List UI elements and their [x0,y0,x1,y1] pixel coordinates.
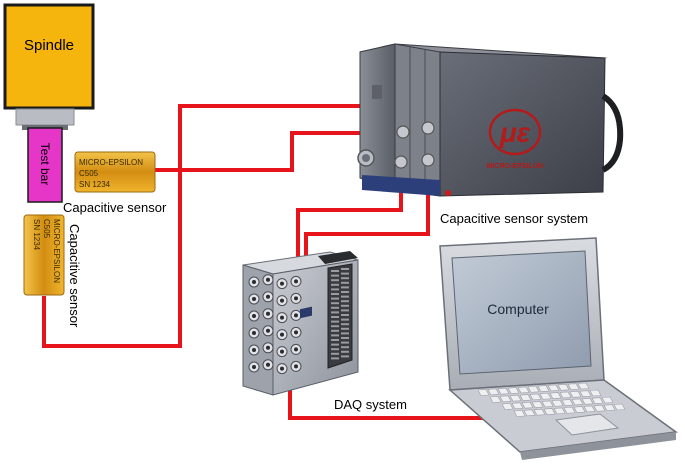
keyboard-key [509,394,522,402]
spindle: Spindle [3,3,95,130]
keyboard-key [593,404,606,412]
keyboard-key [581,397,594,405]
bnc-connector-icon [290,309,302,321]
bnc-connector-icon [248,344,260,356]
bnc-connector-icon [248,276,260,288]
keyboard-key [517,386,530,394]
keyboard-key [577,382,590,390]
bnc-connector-icon [276,278,288,290]
bnc-connector-icon [290,360,302,372]
sensor-h-serial: SN 1234 [79,180,111,189]
bnc-connector-icon [276,346,288,358]
keyboard-key [583,405,596,413]
test-bar: Test bar [27,127,63,203]
cable-daq-computer [288,385,498,420]
bnc-connector-icon [262,359,274,371]
keyboard-key [487,388,500,396]
bnc-connector-icon [262,274,274,286]
keyboard-key [529,393,542,401]
keyboard-key [567,383,580,390]
keyboard-key [541,400,554,408]
keyboard-key [533,408,546,416]
keyboard-key [613,403,626,411]
keyboard-key [523,409,536,417]
bnc-connector-icon [276,363,288,375]
bnc-connector-icon [290,326,302,338]
bnc-connector-icon [248,310,260,322]
controller-logo-text: MICRO-EPSILON [487,163,543,170]
computer: Computer [439,237,678,460]
sensor-h-model: C505 [79,169,99,178]
capacitive-sensor-vertical: MICRO-EPSILON C505 SN 1234 [23,214,65,296]
keyboard-key [559,391,572,399]
keyboard-key [543,408,556,415]
bnc-connector-icon [262,325,274,337]
bnc-connector-icon [290,275,302,287]
keyboard-key [531,401,544,408]
keyboard-key [589,389,602,397]
sensor-h-caption: Capacitive sensor [63,200,167,215]
bnc-connector-icon [262,291,274,303]
keyboard-key [601,396,614,404]
keyboard-key [501,403,514,410]
keyboard-key [557,383,570,391]
micro-epsilon-logo: με MICRO-EPSILON [487,108,543,170]
bnc-connector-icon [262,342,274,354]
keyboard-key [569,390,582,398]
daq-caption: DAQ system [334,397,407,412]
capacitive-sensor-system: με MICRO-EPSILON [357,43,624,197]
keyboard-key [551,399,564,407]
keyboard-key [539,392,552,400]
spindle-label: Spindle [24,37,74,54]
keyboard-key [573,406,586,413]
sensor-v-model: C505 [42,219,51,239]
keyboard-key [527,385,540,393]
laptop-keyboard [477,382,626,417]
bnc-connector-icon [290,343,302,355]
bnc-connector-icon [276,312,288,324]
svg-text:με: με [499,117,531,148]
keyboard-key [571,398,584,406]
sensor-v-caption: Capacitive sensor [67,224,82,328]
keyboard-key [497,387,510,395]
keyboard-key [561,399,574,406]
bnc-connector-icon [276,329,288,341]
keyboard-key [547,384,560,392]
sensor-v-serial: SN 1234 [32,219,41,251]
sensor-v-brand: MICRO-EPSILON [52,219,61,283]
keyboard-key [477,389,490,396]
bnc-connector-icon [290,292,302,304]
bnc-connector-icon [276,295,288,307]
computer-screen-label: Computer [487,301,549,317]
sensor-h-brand: MICRO-EPSILON [79,158,143,167]
keyboard-key [563,406,576,414]
keyboard-key [579,390,592,397]
bnc-connector-icon [262,308,274,320]
keyboard-key [513,410,526,417]
bnc-connector-icon [248,293,260,305]
keyboard-key [603,404,616,411]
keyboard-key [521,401,534,409]
keyboard-key [511,402,524,410]
keyboard-key [507,387,520,394]
test-bar-label: Test bar [38,143,52,186]
daq-system [242,251,359,396]
cable-controller-daq-b [304,168,430,262]
daq-bnc-connectors [248,274,302,375]
keyboard-key [549,392,562,399]
bnc-connector-icon [248,327,260,339]
keyboard-key [591,397,604,404]
daq-terminal-pins [331,268,349,360]
keyboard-key [553,407,566,415]
keyboard-key [499,395,512,403]
capacitive-sensor-horizontal: MICRO-EPSILON C505 SN 1234 [74,151,156,193]
keyboard-key [489,396,502,403]
controller-caption: Capacitive sensor system [440,211,588,226]
bnc-connector-icon [248,361,260,373]
keyboard-key [519,394,532,401]
keyboard-key [537,385,550,392]
